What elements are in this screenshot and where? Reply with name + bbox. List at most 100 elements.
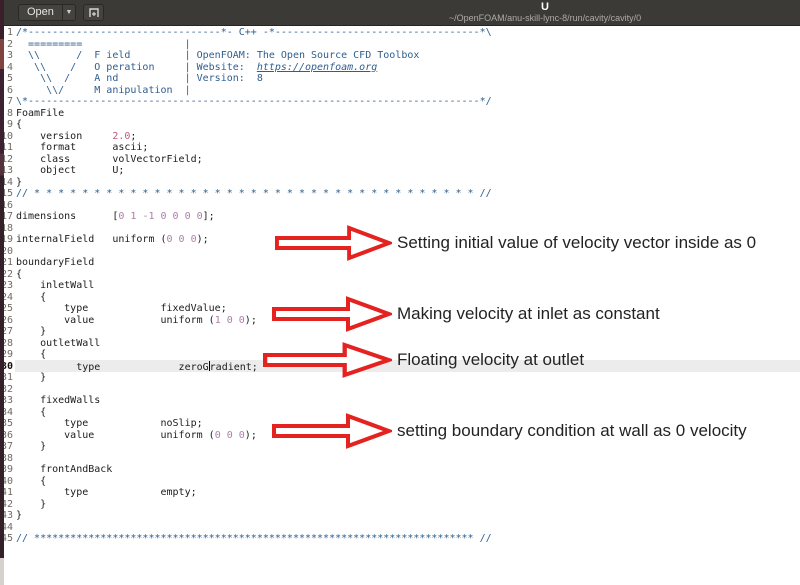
header-bar: Open ▼ U ~/OpenFOAM/anu-skill-lync-8/run… [0,0,800,26]
line-number: 13 [0,165,13,176]
code-line[interactable]: frontAndBack [16,464,113,475]
line-number: 1 [6,27,13,38]
code-line[interactable]: // *************************************… [16,533,492,544]
code-line[interactable]: class volVectorField; [16,153,203,165]
code-line[interactable] [16,522,492,534]
code-line[interactable]: internalField uniform (0 0 0); [16,234,209,245]
code-line[interactable] [16,384,492,396]
line-number: 21 [0,257,13,268]
annotation-label: Floating velocity at outlet [397,350,585,369]
code-line[interactable]: } [16,176,23,188]
desktop-dock-strip [0,0,4,585]
code-line[interactable]: outletWall [16,337,101,349]
line-number: 6 [6,84,13,96]
code-line[interactable]: inletWall [16,280,95,291]
code-line[interactable]: type zeroGradient; [16,360,258,373]
line-number: 20 [0,245,13,257]
code-line[interactable]: fixedWalls [16,395,101,406]
line-number: 37 [0,441,13,452]
open-dropdown-button[interactable]: ▼ [61,4,76,21]
code-line[interactable]: \\ / F ield | OpenFOAM: The Open Source … [16,50,420,61]
line-number: 11 [0,142,13,153]
code-line[interactable]: object U; [16,165,125,176]
line-number: 24 [0,291,13,303]
code-line[interactable]: type fixedValue; [16,303,227,314]
code-line[interactable]: version 2.0; [16,130,137,142]
line-number: 32 [0,383,13,395]
line-number: 22 [0,268,13,280]
code-line[interactable]: type empty; [16,487,197,498]
line-number: 19 [0,234,13,245]
code-line[interactable]: // * * * * * * * * * * * * * * * * * * *… [16,188,492,199]
line-number: 28 [0,337,13,349]
line-number: 25 [0,303,13,314]
code-line[interactable]: value uniform (0 0 0); [16,429,257,441]
line-number: 18 [0,222,13,234]
line-number: 16 [0,199,13,211]
annotation-label: setting boundary condition at wall as 0 … [397,421,747,440]
code-line[interactable]: \\ / O peration | Website: https://openf… [16,61,378,73]
code-line[interactable]: \*--------------------------------------… [16,96,492,107]
code-line[interactable]: { [16,119,23,130]
code-area[interactable]: /*--------------------------------*- C++… [16,27,492,545]
red-arrow-icon [263,342,392,378]
code-line[interactable]: dimensions [0 1 -1 0 0 0 0]; [16,211,215,222]
line-number: 40 [0,475,13,487]
code-line[interactable] [16,453,492,465]
line-number: 4 [6,61,13,73]
line-number: 43 [0,510,13,521]
document-title: U [541,1,549,13]
document-path: ~/OpenFOAM/anu-skill-lync-8/run/cavity/c… [448,13,642,23]
current-line-highlight [15,360,800,372]
code-line[interactable] [16,200,492,212]
code-line[interactable]: } [16,498,47,510]
annotation-label: Making velocity at inlet as constant [397,304,660,323]
line-number: 39 [0,464,13,475]
code-line[interactable]: } [16,326,47,337]
code-line[interactable]: { [16,349,47,360]
code-line[interactable]: { [16,268,23,280]
code-line[interactable]: FoamFile [16,107,65,119]
line-number: 44 [0,521,13,533]
line-number: 31 [0,372,13,383]
code-line[interactable]: ========= | [16,38,191,50]
code-line[interactable]: \\ / A nd | Version: 8 [16,73,263,84]
code-line[interactable]: } [16,372,47,383]
line-number: 17 [0,211,13,222]
line-number: 42 [0,498,13,510]
line-number: 15 [0,188,13,199]
line-number: 36 [0,429,13,441]
code-line[interactable]: format ascii; [16,142,149,153]
code-line[interactable]: /*--------------------------------*- C++… [16,27,492,38]
line-number: 5 [6,73,13,84]
line-number: 23 [0,280,13,291]
new-document-button[interactable] [83,4,104,21]
code-line[interactable]: boundaryField [16,257,95,268]
red-arrow-icon [272,296,392,332]
line-number: 34 [0,406,13,418]
open-button[interactable]: Open [18,4,62,21]
line-number: 14 [0,176,13,188]
line-number: 3 [6,50,13,61]
code-line[interactable]: } [16,510,23,521]
code-line[interactable]: } [16,441,47,452]
line-number: 30 [0,360,13,372]
code-line[interactable]: \\/ M anipulation | [16,84,191,96]
code-line[interactable]: { [16,406,47,418]
new-document-icon [88,8,99,17]
red-arrow-icon [272,413,392,449]
line-number: 9 [6,119,13,130]
code-line[interactable]: type noSlip; [16,418,203,429]
window-title-block: U ~/OpenFOAM/anu-skill-lync-8/run/cavity… [420,2,670,24]
open-button-group: Open ▼ [18,4,76,21]
annotation-label: Setting initial value of velocity vector… [397,233,757,252]
line-number: 29 [0,349,13,360]
code-line[interactable]: value uniform (1 0 0); [16,314,257,326]
code-line[interactable]: { [16,475,47,487]
line-number: 2 [6,38,13,50]
chevron-down-icon: ▼ [65,9,73,16]
code-line[interactable]: { [16,291,47,303]
line-number: 41 [0,487,13,498]
